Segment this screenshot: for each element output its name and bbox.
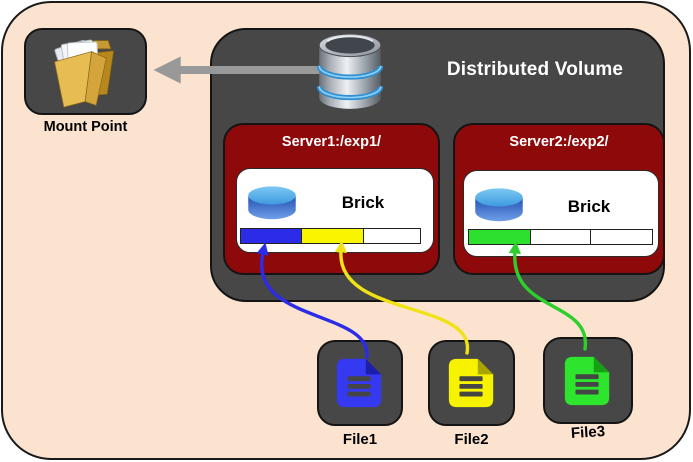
- server1-box: Server1:/exp1/ Brick: [223, 123, 440, 275]
- server2-brick-label: Brick: [567, 197, 611, 216]
- server1-allocation-bar: [240, 228, 421, 244]
- server1-segment-file1: [240, 228, 302, 244]
- server2-segment-free: [590, 229, 653, 245]
- disk-icon: [248, 186, 296, 220]
- folder-icon: [53, 39, 114, 108]
- server2-brick-card: Brick: [463, 170, 659, 257]
- file3-document-icon: [564, 356, 610, 405]
- volume-title: Distributed Volume: [446, 59, 624, 80]
- server1-segment-file2: [301, 228, 364, 244]
- file1-document-icon: [336, 358, 382, 408]
- server2-title: Server2:/exp2/: [509, 134, 609, 150]
- server2-allocation-bar: [468, 229, 653, 245]
- file1-box: [317, 340, 403, 426]
- file2-label: File2: [454, 431, 489, 448]
- server2-box: Server2:/exp2/ Brick: [453, 123, 665, 275]
- server1-brick-label: Brick: [341, 193, 385, 212]
- volume-content: Server1:/exp1/ Brick: [210, 28, 665, 302]
- mount-point-label: Mount Point: [43, 119, 128, 135]
- server2-segment-file3: [468, 229, 531, 245]
- database-icon: [317, 33, 383, 109]
- file2-box: [428, 340, 515, 426]
- server1-title: Server1:/exp1/: [281, 134, 382, 150]
- server2-segment-free: [530, 229, 591, 245]
- file3-box: [543, 337, 633, 424]
- mount-point-box: [24, 28, 147, 115]
- server1-brick-card: Brick: [236, 168, 434, 253]
- file2-document-icon: [448, 358, 493, 408]
- server1-segment-free: [363, 228, 421, 244]
- file1-label: File1: [342, 431, 378, 448]
- disk-icon: [475, 188, 523, 222]
